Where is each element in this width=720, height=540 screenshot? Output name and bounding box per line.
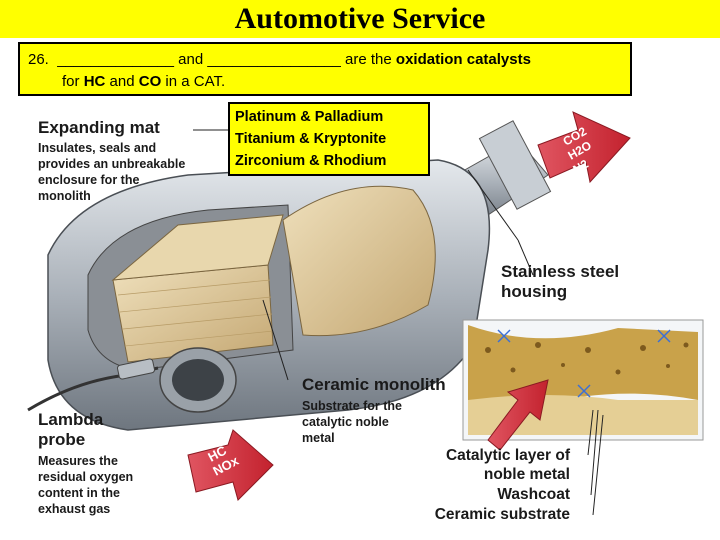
question-number: 26. bbox=[28, 51, 49, 68]
outlet-flange bbox=[478, 120, 552, 210]
label-ceramic-monolith: Ceramic monolith bbox=[302, 375, 446, 394]
label-lambda-probe: Lambda probe bbox=[38, 410, 104, 449]
desc-ceramic-monolith: Substrate for the catalytic noble metal bbox=[302, 399, 403, 445]
inset-arrow bbox=[487, 379, 549, 451]
question-word-and: and bbox=[178, 51, 204, 68]
answer-blank-1: ______________ bbox=[57, 51, 174, 68]
answer-choices-box: Platinum & Palladium Titanium & Kryptoni… bbox=[228, 102, 430, 176]
label-ceramic-substrate: Ceramic substrate bbox=[434, 506, 570, 523]
question-bold-hc: HC bbox=[83, 73, 106, 90]
question-bold-co: CO bbox=[138, 73, 162, 90]
question-bold-oxidation: oxidation catalysts bbox=[395, 51, 531, 68]
washcoat-texture bbox=[468, 325, 698, 435]
leader-lines bbox=[193, 129, 604, 516]
monolith-block-top bbox=[111, 214, 284, 281]
choice-platinum-palladium[interactable]: Platinum & Palladium bbox=[235, 109, 384, 125]
choice-titanium-kryptonite[interactable]: Titanium & Kryptonite bbox=[235, 131, 387, 147]
answer-blank-2: ________________ bbox=[207, 51, 341, 68]
question-box: 26. ______________ and ________________ … bbox=[18, 42, 632, 96]
converter-illustration: CO HC NOx CO2 H2O N2 bbox=[27, 111, 704, 516]
question-text-3: and bbox=[109, 73, 135, 90]
monolith-cells bbox=[117, 279, 274, 347]
outlet-gas-n2: N2 bbox=[571, 157, 592, 177]
desc-lambda-probe: Measures the residual oxygen content in … bbox=[38, 454, 134, 516]
question-text-1: are the bbox=[345, 51, 392, 68]
question-line-2: for HC and CO in a CAT. bbox=[28, 71, 622, 93]
label-washcoat: Washcoat bbox=[497, 486, 570, 503]
label-catalytic-layer: Catalytic layer of noble metal bbox=[445, 447, 570, 483]
slide-title: Automotive Service bbox=[234, 2, 486, 35]
slide-title-bar: Automotive Service bbox=[0, 0, 720, 38]
choice-zirconium-rhodium[interactable]: Zirconium & Rhodium bbox=[235, 153, 387, 169]
label-stainless-housing: Stainless steel housing bbox=[501, 262, 620, 301]
question-line-1: 26. ______________ and ________________ … bbox=[28, 49, 622, 71]
lambda-probe-body bbox=[116, 358, 156, 380]
desc-expanding-mat: Insulates, seals and provides an unbreak… bbox=[38, 141, 186, 203]
monolith-block-rear bbox=[282, 185, 436, 337]
monolith-block-front bbox=[112, 264, 274, 363]
inlet-arrow bbox=[187, 429, 274, 501]
outlet-arrow bbox=[537, 111, 631, 184]
catalytic-converter-diagram: CO HC NOx CO2 H2O N2 bbox=[18, 100, 710, 536]
label-expanding-mat: Expanding mat bbox=[38, 118, 160, 137]
question-text-4: in a CAT. bbox=[165, 73, 226, 90]
question-text-2: for bbox=[62, 73, 80, 90]
